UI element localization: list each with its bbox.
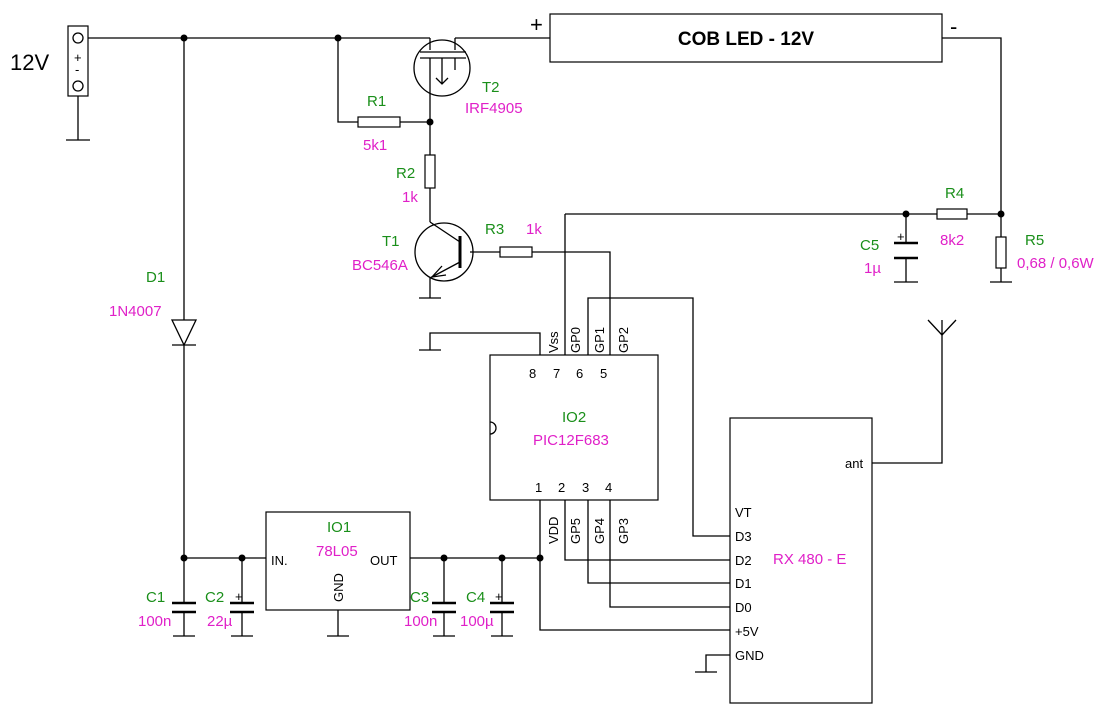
- led-label: COB LED - 12V: [678, 29, 815, 50]
- io2-pin-num-5: 5: [600, 366, 607, 381]
- cob-led: COB LED - 12V + -: [530, 12, 957, 63]
- supply-plus: +: [74, 50, 82, 65]
- io1-pin-gnd: GND: [331, 573, 346, 602]
- io2-pin-gp4: GP4: [592, 518, 607, 544]
- io1-pin-out: OUT: [370, 553, 398, 568]
- t1-ref: T1: [382, 233, 400, 250]
- supply-connector: + -: [67, 25, 89, 97]
- io2-pic: [489, 354, 659, 501]
- c2-ref: C2: [205, 589, 224, 606]
- led-plus: +: [530, 12, 543, 37]
- r5-resistor: [995, 236, 1007, 269]
- r1-value: 5k1: [363, 137, 387, 154]
- c5-capacitor: +: [894, 229, 918, 260]
- io1-pin-in: IN.: [271, 553, 288, 568]
- io2-pin-num-7: 7: [553, 366, 560, 381]
- antenna-icon: [927, 319, 957, 336]
- r2-resistor: [424, 154, 436, 189]
- r1-resistor: [357, 116, 401, 128]
- io2-value: PIC12F683: [533, 432, 609, 449]
- rx-pin-d3: D3: [735, 529, 752, 544]
- io2-pin-gp5: GP5: [568, 518, 583, 544]
- io2-pin-vdd: VDD: [546, 517, 561, 544]
- c5-value: 1µ: [864, 260, 881, 277]
- supply-voltage-label: 12V: [10, 50, 49, 75]
- c4-ref: C4: [466, 589, 485, 606]
- io1-value: 78L05: [316, 543, 358, 560]
- t2-ref: T2: [482, 79, 500, 96]
- io2-ref: IO2: [562, 409, 586, 426]
- io2-pin-num-2: 2: [558, 480, 565, 495]
- c4-capacitor: +: [490, 589, 514, 614]
- rx-pin-d1: D1: [735, 576, 752, 591]
- r4-resistor: [936, 208, 968, 220]
- r1-ref: R1: [367, 93, 386, 110]
- c2-value: 22µ: [207, 613, 233, 630]
- svg-text:+: +: [897, 229, 905, 244]
- c5-ref: C5: [860, 237, 879, 254]
- c4-value: 100µ: [460, 613, 494, 630]
- rx-label: RX 480 - E: [773, 551, 846, 568]
- t2-mosfet: [413, 38, 471, 97]
- io1-ref: IO1: [327, 519, 351, 536]
- rx-pin-d0: D0: [735, 600, 752, 615]
- io2-pin-gp3: GP3: [616, 518, 631, 544]
- r5-ref: R5: [1025, 232, 1044, 249]
- c3-ref: C3: [410, 589, 429, 606]
- r2-value: 1k: [402, 189, 418, 206]
- c1-value: 100n: [138, 613, 171, 630]
- t2-value: IRF4905: [465, 100, 523, 117]
- io2-pin-num-8: 8: [529, 366, 536, 381]
- io2-pin-vss: Vss: [546, 331, 561, 353]
- supply-minus: -: [75, 62, 79, 77]
- t1-value: BC546A: [352, 257, 408, 274]
- wires: [78, 37, 1002, 672]
- c3-capacitor: [432, 601, 456, 614]
- r3-value: 1k: [526, 221, 542, 238]
- junction-dots: [180, 34, 1005, 562]
- r2-ref: R2: [396, 165, 415, 182]
- rx-module: [729, 417, 873, 704]
- r3-ref: R3: [485, 221, 504, 238]
- svg-text:+: +: [235, 589, 243, 604]
- rx-pin-gnd: GND: [735, 648, 764, 663]
- io2-pin-num-3: 3: [582, 480, 589, 495]
- rx-pin-vt: VT: [735, 505, 752, 520]
- r4-value: 8k2: [940, 232, 964, 249]
- d1-diode: [170, 319, 198, 347]
- t1-transistor: [414, 221, 474, 282]
- rx-pin-d2: D2: [735, 553, 752, 568]
- led-minus: -: [950, 14, 957, 39]
- c2-capacitor: +: [230, 589, 254, 614]
- rx-pin-ant: ant: [845, 456, 863, 471]
- ground-symbols: [66, 92, 1012, 673]
- r4-ref: R4: [945, 185, 964, 202]
- io2-pin-num-1: 1: [535, 480, 542, 495]
- rx-pin-5v: +5V: [735, 624, 759, 639]
- io1-regulator: [265, 511, 411, 611]
- c3-value: 100n: [404, 613, 437, 630]
- c1-ref: C1: [146, 589, 165, 606]
- svg-text:+: +: [495, 589, 503, 604]
- io2-pin-gp1: GP1: [592, 327, 607, 353]
- io2-pin-gp2: GP2: [616, 327, 631, 353]
- d1-ref: D1: [146, 269, 165, 286]
- io2-pin-num-4: 4: [605, 480, 612, 495]
- d1-value: 1N4007: [109, 303, 162, 320]
- io2-pin-num-6: 6: [576, 366, 583, 381]
- io2-pin-gp0: GP0: [568, 327, 583, 353]
- r5-value: 0,68 / 0,6W: [1017, 255, 1095, 272]
- r3-resistor: [499, 246, 533, 258]
- c1-capacitor: [172, 601, 196, 614]
